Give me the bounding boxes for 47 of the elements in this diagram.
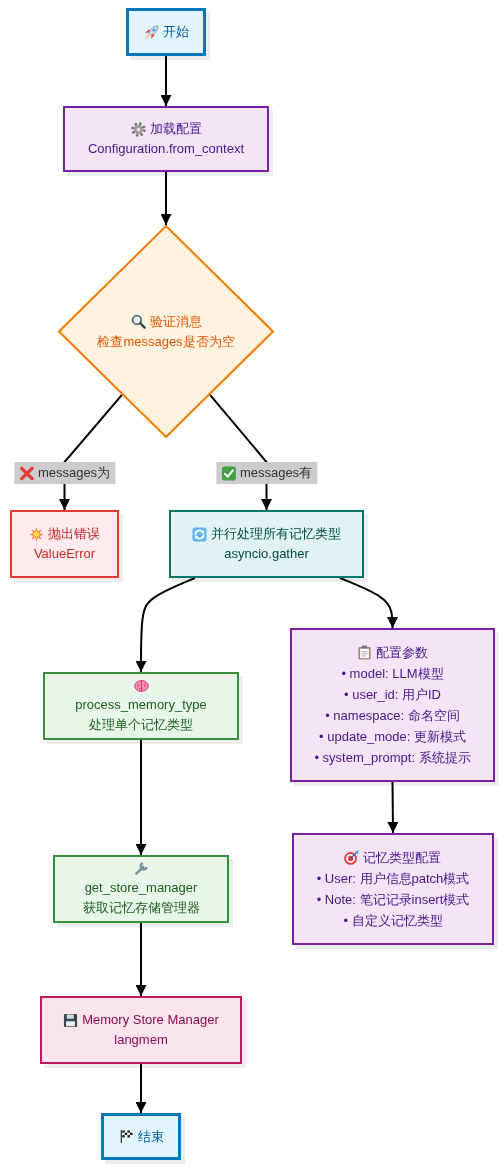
edge-label-text: messages为 [37,464,111,482]
node-detail: ValueError [33,545,96,563]
arrow [160,55,172,107]
node-title: 记忆类型配置 [363,849,442,867]
node-detail: 获取记忆存储管理器 [82,898,200,917]
bullet-item: • User: 用户信息patch模式 [316,870,470,888]
process-box [40,996,242,1064]
node-title: 加载配置 [149,120,202,138]
config-box [290,628,495,782]
arrow [160,171,172,226]
start-box [126,8,206,56]
node-detail: langmem [114,1031,168,1049]
process-box [53,855,229,923]
bullet-item: • user_id: 用户ID [344,686,441,704]
node-title: 结束 [137,1127,164,1146]
bullet-item: • 自定义记忆类型 [343,912,443,930]
node-title: 验证消息 [149,312,202,331]
edge-label-text: messages有 [239,464,313,482]
node-title: get_store_manager [84,878,198,897]
arrow [387,781,399,834]
arrow [135,1063,147,1114]
arrow [135,739,147,856]
node-title: 配置参数 [376,644,428,662]
bullet-item: • model: LLM模型 [341,665,444,683]
config-box [292,833,494,945]
arrow [135,922,147,997]
node-title: process_memory_type [75,695,207,714]
node-title: Memory Store Manager [82,1011,219,1029]
decision-diamond [58,225,274,438]
arrow [135,577,196,673]
node-detail: asyncio.gather [224,545,309,563]
node-detail: 处理单个记忆类型 [89,715,193,734]
node-title: 开始 [162,23,189,41]
end-box [101,1113,181,1160]
node-title: 抛出错误 [48,525,100,543]
node-title: 并行处理所有记忆类型 [211,525,341,543]
process-box [169,510,364,578]
bullet-item: • update_mode: 更新模式 [319,728,466,746]
bullet-item: • system_prompt: 系统提示 [314,749,471,767]
node-detail: Configuration.from_context [87,140,245,158]
bullet-item: • namespace: 命名空间 [325,707,460,725]
process-box [43,672,239,740]
bullet-item: • Note: 笔记记录insert模式 [316,891,470,909]
arrow [339,577,398,629]
process-box [63,106,269,172]
node-detail: 检查messages是否为空 [97,332,235,351]
error-box [10,510,119,578]
